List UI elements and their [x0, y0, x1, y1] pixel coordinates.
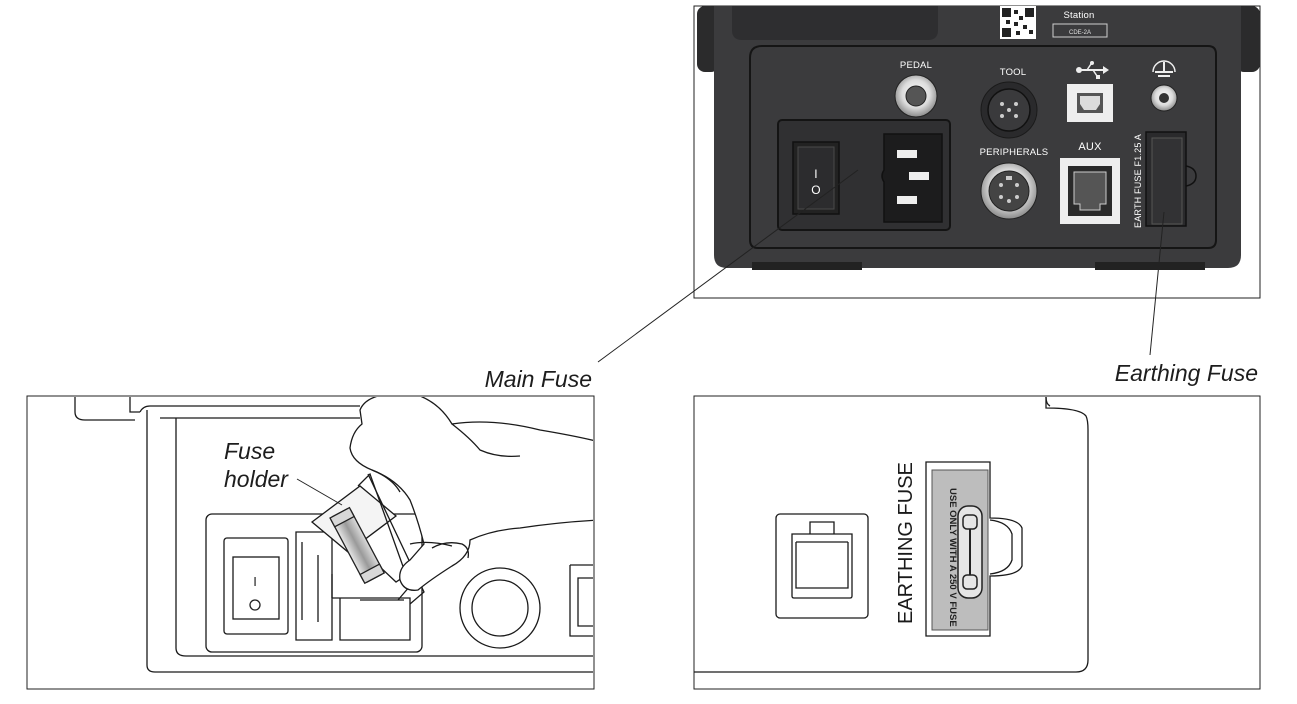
earth-ground-icon	[1152, 60, 1176, 77]
station-label: Station	[1064, 10, 1095, 21]
fuse-holder-label-line1: Fuse	[224, 438, 275, 464]
main-fuse-leader	[597, 169, 859, 363]
tool-label: TOOL	[1000, 67, 1027, 78]
qr-code	[1000, 6, 1036, 39]
aux-label: AUX	[1078, 141, 1102, 153]
fuse-holder-leader	[296, 478, 343, 506]
fuse-holder-label-line2: holder	[224, 466, 289, 492]
model-label: CDE-2A	[1069, 30, 1091, 36]
switch-off-mark-detail	[249, 599, 261, 611]
earthing-fuse-warning: USE ONLY WITH A 250 V FUSE	[947, 488, 958, 627]
peripherals-label: PERIPHERALS	[980, 147, 1049, 158]
earthing-fuse-leader	[1149, 211, 1165, 356]
main-fuse-detail: I Fuse holder	[26, 395, 595, 690]
switch-on-mark: I	[814, 167, 818, 181]
main-fuse-label: Main Fuse	[485, 366, 592, 392]
earthing-fuse-title: EARTHING FUSE	[895, 462, 917, 624]
switch-off-mark: O	[811, 183, 821, 197]
pedal-label: PEDAL	[900, 60, 932, 71]
rear-panel-view: Station CDE-2A I O PEDAL TOOL	[693, 5, 1261, 299]
earthing-fuse-detail: USE ONLY WITH A 250 V FUSE EARTHING FUSE	[693, 395, 1261, 690]
switch-on-mark-detail: I	[253, 574, 257, 589]
power-inlet-module: I O	[777, 119, 951, 231]
usb-icon	[1076, 61, 1109, 79]
earthing-fuse-label: Earthing Fuse	[1115, 360, 1258, 386]
earth-fuse-rating-label: EARTH FUSE F1.25 A	[1133, 134, 1143, 228]
